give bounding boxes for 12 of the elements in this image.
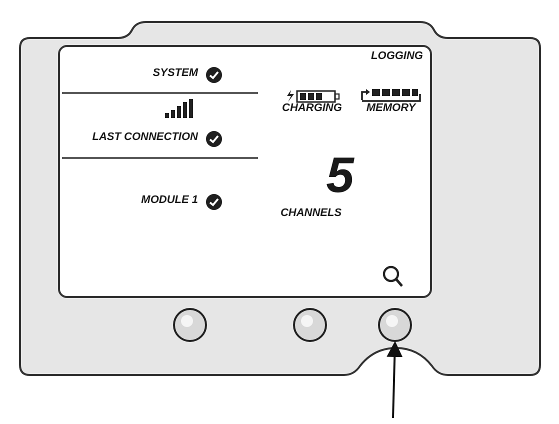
push-button — [293, 308, 327, 342]
channel-count: 5 — [325, 150, 356, 200]
push-button — [378, 308, 412, 342]
display-label: LAST CONNECTION — [91, 132, 198, 143]
arrow — [386, 341, 403, 418]
display-label: LOGGING — [370, 51, 423, 62]
push-button — [173, 308, 207, 342]
display-label: SYSTEM — [152, 68, 198, 79]
display-label: CHANNELS — [279, 208, 343, 219]
display-label: CHARGING — [281, 103, 343, 114]
display-label: MODULE 1 — [140, 195, 198, 206]
display-label: MEMORY — [365, 103, 418, 114]
